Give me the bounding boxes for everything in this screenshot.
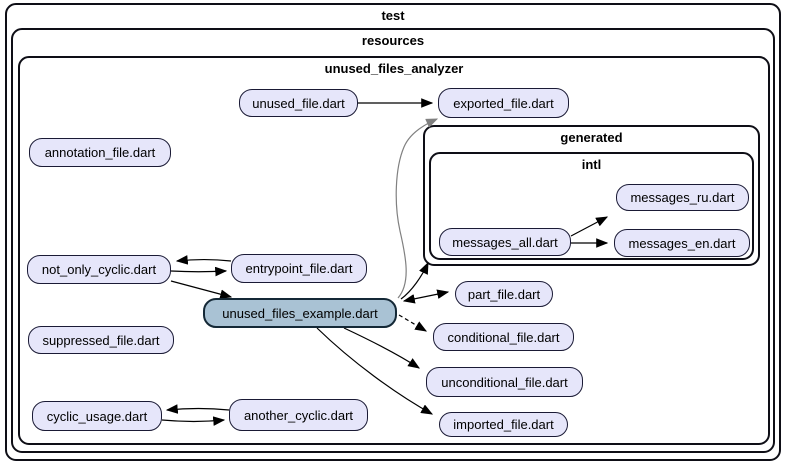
edge-example-to-exported-file: [395, 118, 439, 299]
node-part-file: part_file.dart: [455, 281, 553, 307]
container-unused-files-analyzer: unused_files_analyzer: [18, 56, 770, 445]
node-unused-files-example: unused_files_example.dart: [203, 298, 397, 328]
node-exported-file: exported_file.dart: [438, 88, 569, 118]
node-unconditional-file: unconditional_file.dart: [426, 367, 583, 397]
container-unused-files-analyzer-label: unused_files_analyzer: [324, 61, 464, 76]
container-test: test: [5, 3, 781, 461]
container-generated-label: generated: [560, 130, 623, 145]
container-generated: generated: [423, 125, 760, 266]
node-messages-ru: messages_ru.dart: [616, 184, 749, 211]
edge-another-cyclic-to-cyclic-usage: [165, 404, 230, 414]
edge-messages-all-to-messages-ru: [570, 216, 609, 237]
node-suppressed-file: suppressed_file.dart: [28, 326, 174, 354]
edge-example-to-messages-all: [400, 261, 429, 300]
container-intl: intl: [429, 152, 754, 260]
edge-example-to-imported-file: [316, 327, 434, 415]
node-cyclic-usage: cyclic_usage.dart: [32, 401, 162, 431]
edge-not-only-cyclic-to-entrypoint: [170, 266, 228, 277]
node-entrypoint-file: entrypoint_file.dart: [231, 254, 367, 283]
node-conditional-file: conditional_file.dart: [433, 323, 574, 351]
node-annotation-file: annotation_file.dart: [29, 138, 171, 167]
edge-example-to-unconditional-file: [343, 327, 421, 369]
edge-entrypoint-to-not-only-cyclic: [175, 255, 232, 265]
edge-example-part-file-bidirectional: [402, 289, 450, 304]
node-not-only-cyclic: not_only_cyclic.dart: [27, 255, 171, 284]
container-intl-label: intl: [581, 157, 602, 172]
edge-cyclic-usage-to-another-cyclic: [161, 416, 226, 426]
node-another-cyclic: another_cyclic.dart: [229, 399, 368, 431]
edge-example-to-conditional-file: [398, 314, 428, 332]
node-messages-all: messages_all.dart: [439, 228, 571, 256]
container-resources: resources: [11, 28, 775, 453]
edge-not-only-cyclic-to-example: [170, 280, 233, 299]
node-messages-en: messages_en.dart: [614, 229, 750, 257]
node-unused-file: unused_file.dart: [239, 89, 358, 117]
node-imported-file: imported_file.dart: [439, 412, 568, 437]
container-resources-label: resources: [361, 33, 425, 48]
container-test-label: test: [381, 8, 405, 23]
